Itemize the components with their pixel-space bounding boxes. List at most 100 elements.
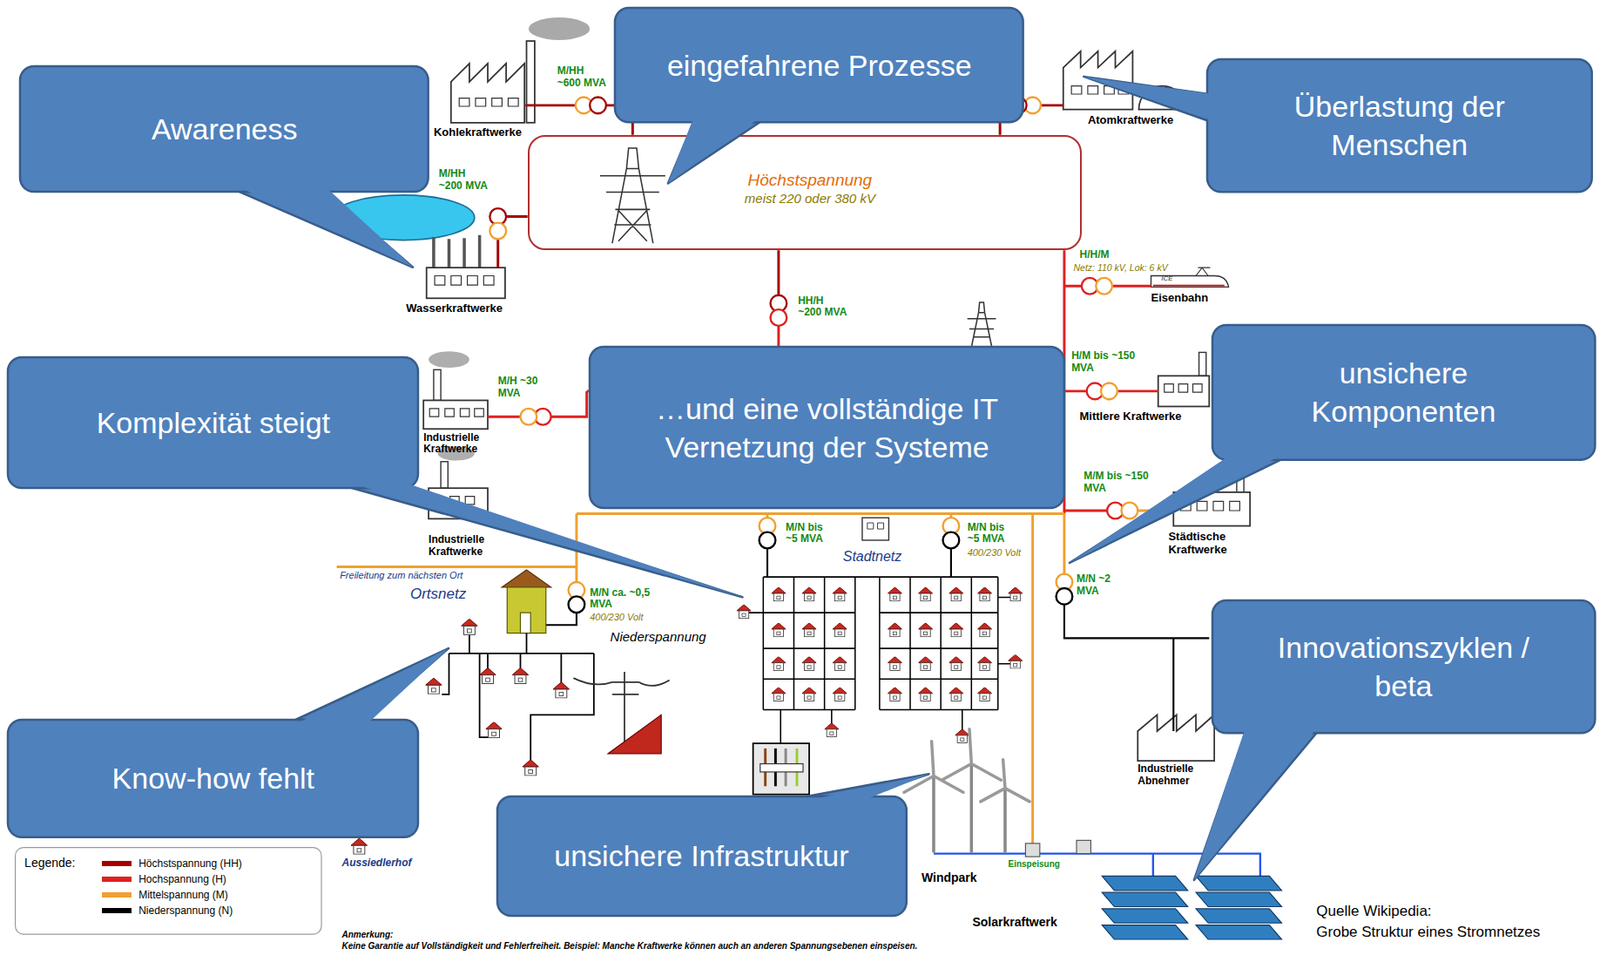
bubble-join [239, 187, 413, 268]
callout-bubble: eingefahrene Prozesse [614, 7, 1024, 122]
house [918, 587, 932, 601]
house [824, 722, 839, 737]
voltage-note: 400/230 Volt [589, 611, 643, 623]
consumer-label: Industrielle Abnehmer [1137, 762, 1196, 788]
transformer-label: H/M bis ~150 MVA [1071, 350, 1141, 375]
note-text: Keine Garantie auf Vollständigkeit und F… [341, 940, 918, 952]
transformer-label: M/H ~30 MVA [498, 375, 540, 400]
house [832, 687, 847, 702]
train-label: ICE [1161, 274, 1173, 283]
legend-row: Höchstspannung (HH) [101, 855, 243, 871]
plant-label: Wasserkraftwerke [405, 302, 503, 316]
voltage-level-title: Höchstspannung [697, 170, 923, 191]
bubble-body [20, 66, 429, 192]
voltage-note: Netz: 110 kV, Lok: 6 kV [1073, 262, 1168, 273]
substation-building [862, 517, 889, 541]
callout-text: Awareness [151, 109, 298, 149]
transformers [489, 96, 1138, 613]
text-wrap: …und eine vollständige IT Vernetzung der… [607, 389, 1047, 466]
legend-row: Niederspannung (N) [101, 902, 243, 919]
house [832, 587, 847, 601]
transformer-label: M/M bis ~150 MVA [1083, 470, 1153, 495]
bubble-body [7, 357, 419, 488]
callout-bubble: unsichere Komponenten [1212, 324, 1595, 460]
transformer-coil [1095, 277, 1113, 295]
network-label: Niederspannung [610, 628, 707, 644]
utility-pole [573, 671, 669, 754]
bubble-shape [1207, 59, 1593, 192]
solar-panel [1195, 908, 1282, 923]
transformer-coil [519, 408, 537, 426]
grid-lines [337, 105, 1210, 844]
solar-panel [1101, 924, 1188, 939]
callout-text: Komplexität steigt [96, 403, 331, 442]
low-voltage-wires [441, 633, 595, 763]
pylon [967, 302, 997, 348]
solar-panel [1101, 908, 1188, 923]
voltage-level-box: Höchstspannungmeist 220 oder 380 kV [527, 135, 1082, 250]
transformer-label: M/HH ~600 MVA [557, 65, 609, 90]
plant-windows [429, 408, 484, 417]
solar-panel [1195, 875, 1282, 890]
bubble-body [1212, 600, 1595, 733]
text-wrap: eingefahrene Prozesse [667, 46, 973, 85]
plant-label: Industrielle Kraftwerke [423, 432, 482, 457]
solar-panel [1101, 891, 1188, 906]
callout-bubble: unsichere Infrastruktur [497, 796, 907, 916]
hydro-plant [331, 195, 506, 298]
bubble-join [1083, 76, 1212, 121]
station-door [519, 612, 531, 633]
house [479, 667, 497, 683]
house [949, 622, 964, 637]
legend-row: Hochspannung (H) [101, 870, 243, 887]
house [918, 622, 932, 637]
legend-row: Mittelspannung (M) [101, 886, 243, 903]
plant-label: Kohlekraftwerke [433, 126, 522, 140]
transformer-label: M/HH ~200 MVA [438, 168, 491, 193]
house [918, 656, 932, 671]
callout-text: Innovationszyklen / beta [1255, 627, 1552, 705]
bubble-tail [1069, 459, 1282, 562]
text-wrap: Überlastung der Menschen [1224, 87, 1575, 164]
plant-windows [1164, 384, 1202, 392]
voltage-note: 400/230 Volt [967, 546, 1021, 559]
bubble-body [614, 7, 1024, 122]
house [351, 837, 368, 854]
house [887, 687, 902, 702]
transformer-coil [1121, 502, 1139, 520]
house [955, 729, 970, 743]
transformer-label: H/H/M [1080, 249, 1110, 262]
transformer-coil [568, 595, 586, 613]
house [771, 687, 786, 702]
legend-swatch [101, 891, 132, 898]
house-connection-box [753, 742, 810, 795]
factory-windows [459, 98, 519, 107]
house [512, 667, 529, 683]
smoke [528, 17, 590, 41]
house [802, 656, 817, 671]
bubble-shape [1212, 600, 1595, 733]
transformer-coil [943, 532, 960, 549]
feed-in-label: Einspeisung [1007, 858, 1060, 870]
house [802, 587, 817, 601]
legend-text: Höchstspannung (HH) [138, 857, 243, 870]
bubble-body [1207, 59, 1593, 192]
house [425, 677, 443, 694]
house [1007, 654, 1022, 669]
bubble-join [668, 118, 760, 184]
consumer-label: Aussiedlerhof [341, 857, 412, 870]
network-label: Ortsnetz [410, 585, 466, 603]
network-label: Stadtnetz [843, 548, 903, 565]
station-windows [867, 522, 885, 529]
bubble-body [7, 719, 419, 838]
callout-text: Überlastung der Menschen [1224, 87, 1575, 164]
text-wrap: unsichere Komponenten [1255, 353, 1552, 431]
voltage-level-note: meist 220 oder 380 kV [697, 190, 923, 207]
callout-text: …und eine vollständige IT Vernetzung der… [607, 389, 1047, 466]
plant-label: Windpark [921, 870, 978, 885]
transformer-label: M/N ~2 MVA [1076, 573, 1117, 598]
text-wrap: Innovationszyklen / beta [1255, 627, 1552, 705]
smoke [428, 351, 470, 368]
house [887, 587, 902, 601]
house [522, 759, 540, 776]
